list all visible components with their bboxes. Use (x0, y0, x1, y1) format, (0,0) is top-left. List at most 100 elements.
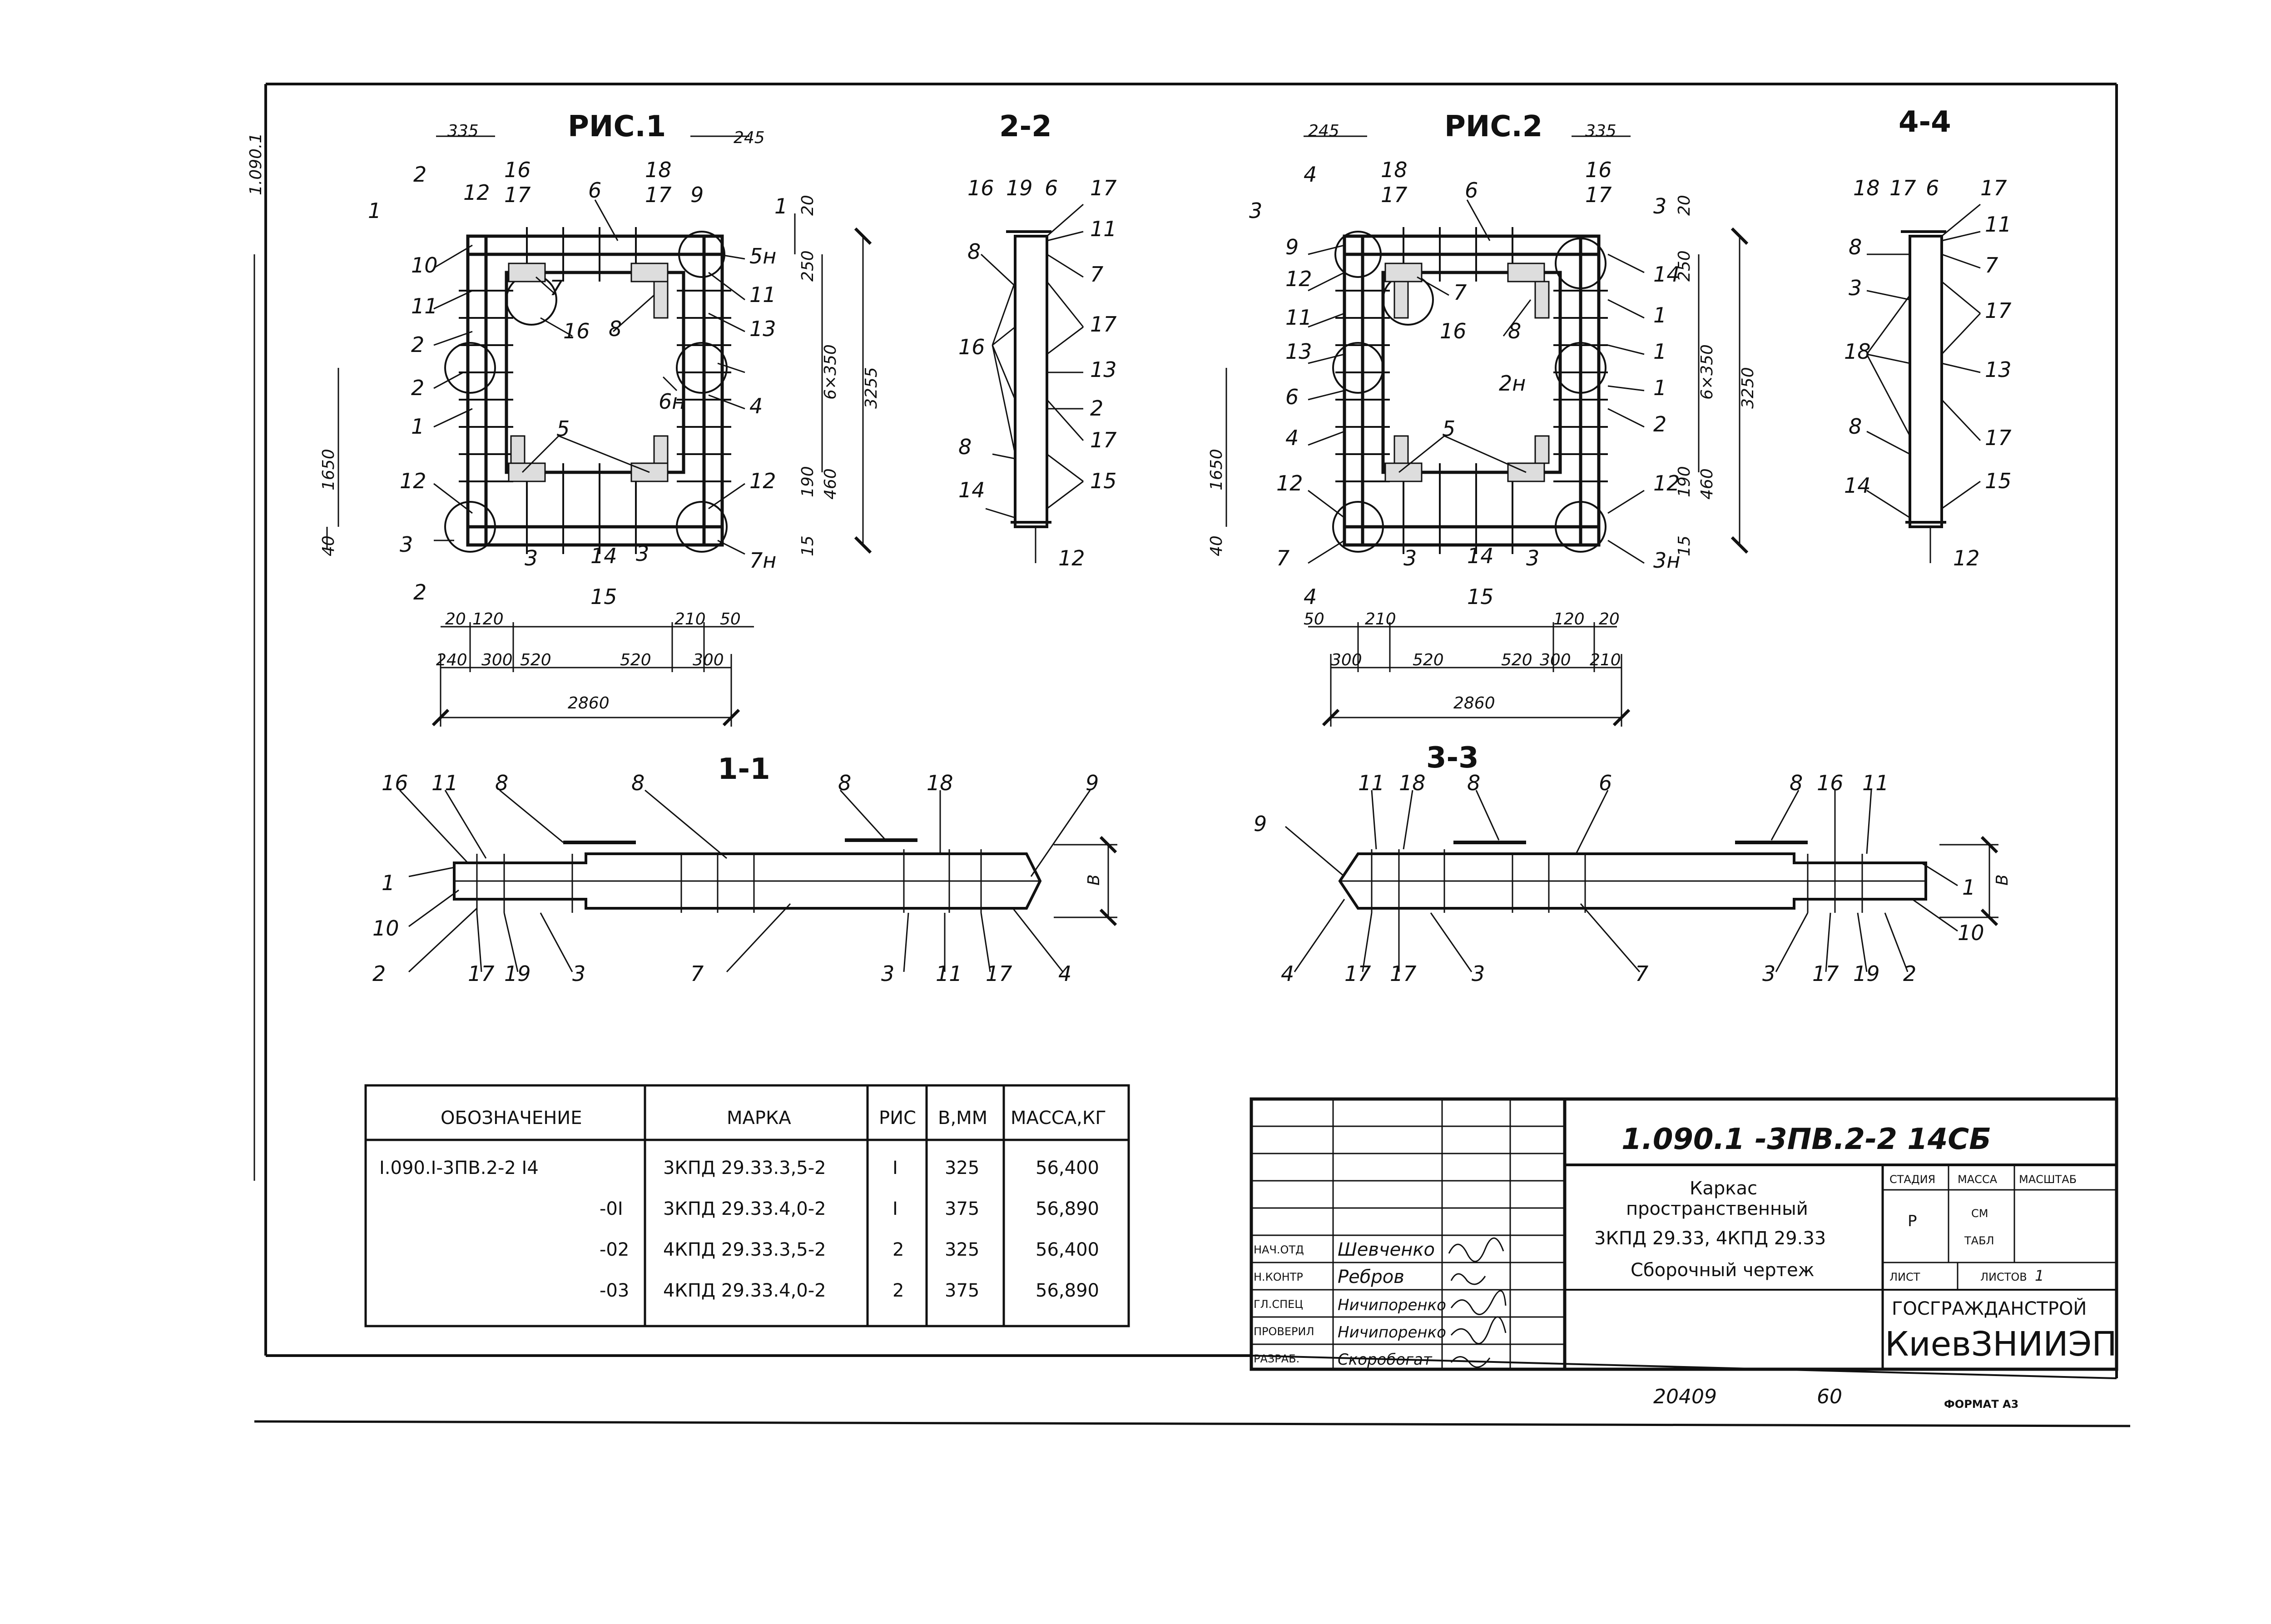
mass-header: МАССА (1958, 1173, 1998, 1186)
svg-text:14: 14 (1653, 262, 1680, 287)
dim-335: 335 (447, 122, 479, 140)
svg-text:14: 14 (1467, 544, 1494, 568)
svg-text:13: 13 (1090, 357, 1117, 382)
figure-1-title: РИС.1 (568, 110, 666, 144)
svg-text:17: 17 (504, 183, 531, 207)
svg-text:6: 6 (1926, 176, 1939, 200)
dim-245: 245 (734, 129, 765, 147)
dim-210: 210 (674, 610, 706, 629)
svg-text:16: 16 (563, 319, 590, 343)
dim-2860: 2860 (568, 694, 610, 713)
svg-text:16: 16 (382, 771, 408, 795)
inventory-number: 20409 (1653, 1385, 1717, 1408)
spec-row-2-mass: 56,400 (1036, 1239, 1099, 1260)
figure-1-plan: РИС.1 (319, 110, 881, 727)
title-name-line-1: Каркас (1690, 1178, 1757, 1199)
svg-text:3: 3 (572, 961, 585, 986)
svg-text:2: 2 (411, 376, 424, 400)
dim-1650: 1650 (319, 449, 338, 490)
svg-text:8: 8 (1790, 771, 1803, 795)
svg-text:17: 17 (645, 183, 672, 207)
svg-text:16: 16 (1817, 771, 1844, 795)
svg-text:19: 19 (1853, 961, 1880, 986)
svg-text:9: 9 (1285, 235, 1299, 259)
signature-role-0: НАЧ.ОТД (1254, 1243, 1304, 1256)
fig2-dim-300b: 300 (1540, 651, 1571, 669)
dim-190: 190 (798, 466, 817, 497)
svg-text:6: 6 (1465, 178, 1478, 203)
svg-text:11: 11 (1090, 217, 1117, 241)
fig2-dim-1650: 1650 (1207, 449, 1226, 490)
svg-text:12: 12 (1276, 471, 1303, 495)
spec-row-0-mass: 56,400 (1036, 1158, 1099, 1178)
svg-text:6: 6 (1285, 385, 1299, 409)
svg-text:1: 1 (382, 871, 395, 895)
spec-header-b: В,ММ (938, 1108, 987, 1129)
svg-text:16: 16 (958, 335, 985, 359)
spec-row-2-fig: 2 (893, 1239, 904, 1260)
svg-text:3: 3 (525, 546, 538, 570)
svg-text:10: 10 (411, 253, 438, 277)
dim-3255: 3255 (862, 367, 881, 409)
sheet-frame (253, 83, 2131, 1427)
svg-text:4: 4 (749, 394, 763, 418)
mark-2h: 2н (1499, 371, 1526, 396)
fig2-dim-210: 210 (1365, 610, 1396, 629)
spec-row-1-b: 375 (945, 1198, 979, 1219)
svg-text:8: 8 (838, 771, 851, 795)
spec-row-0-b: 325 (945, 1158, 979, 1178)
fig2-dim-245: 245 (1308, 122, 1339, 140)
svg-text:7: 7 (1453, 280, 1467, 305)
dim-40: 40 (319, 535, 338, 556)
svg-text:2: 2 (372, 961, 386, 986)
svg-text:15: 15 (590, 584, 617, 609)
svg-text:17: 17 (1390, 961, 1417, 986)
svg-text:19: 19 (504, 961, 531, 986)
sheets-value: 1 (2035, 1267, 2044, 1284)
section-1-1-title: 1-1 (718, 753, 770, 786)
svg-text:12: 12 (1653, 471, 1680, 495)
svg-text:15: 15 (1985, 469, 2012, 493)
section-4-4-title: 4-4 (1899, 105, 1951, 139)
document-code: 1.090.1 -3ПВ.2-2 14СБ (1621, 1123, 1991, 1156)
svg-text:7: 7 (550, 276, 563, 300)
svg-text:8: 8 (958, 435, 972, 459)
svg-text:7: 7 (1985, 253, 1998, 277)
signature-role-2: ГЛ.СПЕЦ (1254, 1298, 1303, 1311)
svg-text:4: 4 (1304, 584, 1317, 609)
svg-text:3: 3 (1849, 276, 1862, 300)
svg-text:3: 3 (1526, 546, 1539, 570)
fig2-dim-2860: 2860 (1453, 694, 1495, 713)
svg-text:18: 18 (1399, 771, 1426, 795)
svg-text:9: 9 (690, 183, 704, 207)
svg-text:16: 16 (1585, 158, 1612, 182)
signature-name-3: Ничипоренко (1338, 1323, 1446, 1342)
signature-name-0: Шевченко (1338, 1239, 1435, 1260)
dim-300b: 300 (693, 651, 724, 669)
spec-row-2-mark: 4КПД 29.33.3,5-2 (663, 1239, 826, 1260)
signature-name-2: Ничипоренко (1338, 1296, 1446, 1314)
spec-row-1-designation: -0I (600, 1198, 623, 1219)
fig2-dim-210b: 210 (1590, 651, 1621, 669)
svg-text:18: 18 (645, 158, 672, 182)
svg-text:5: 5 (556, 416, 570, 441)
svg-text:8: 8 (1849, 414, 1862, 439)
svg-text:2: 2 (413, 162, 426, 187)
dim-250: 250 (798, 250, 817, 282)
svg-text:16: 16 (1440, 319, 1467, 343)
svg-text:3: 3 (881, 961, 894, 986)
svg-text:12: 12 (1058, 546, 1085, 570)
svg-text:1: 1 (774, 194, 788, 218)
signature-role-3: ПРОВЕРИЛ (1254, 1325, 1314, 1338)
page-number: 60 (1817, 1385, 1842, 1408)
svg-text:17: 17 (986, 961, 1012, 986)
svg-text:1: 1 (411, 414, 424, 439)
specification-table: ОБОЗНАЧЕНИЕ МАРКА РИС В,ММ МАССА,КГ I.09… (364, 1084, 1130, 1327)
spec-header-mass: МАССА,КГ (1011, 1108, 1106, 1129)
svg-text:1: 1 (1653, 339, 1666, 364)
svg-text:17: 17 (1812, 961, 1839, 986)
svg-text:8: 8 (967, 239, 981, 264)
svg-text:11: 11 (1358, 771, 1385, 795)
organization-line-1: ГОСГРАЖДАНСТРОЙ (1892, 1297, 2087, 1319)
